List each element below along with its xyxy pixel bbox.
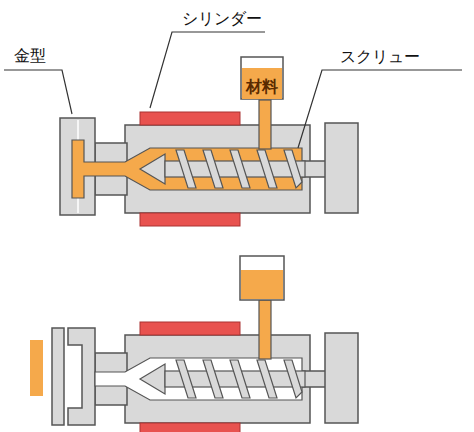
mold-half: [52, 328, 64, 425]
part-label: スクリュー: [340, 47, 420, 66]
machine-body: [95, 322, 358, 432]
material-label: 材料: [240, 77, 284, 96]
hopper-neck: [259, 100, 271, 149]
molded-part: [30, 340, 43, 396]
screw: [140, 150, 305, 188]
hopper-neck: [259, 300, 271, 359]
mold-half: [68, 328, 95, 425]
leader-line: [298, 70, 462, 148]
part-label: シリンダー: [182, 9, 262, 28]
hopper-material: [241, 270, 283, 299]
hopper: 材料: [240, 56, 284, 100]
part-label: 金型: [14, 46, 46, 65]
leader-line: [4, 70, 72, 114]
screw: [140, 360, 305, 398]
hopper: [240, 256, 284, 300]
